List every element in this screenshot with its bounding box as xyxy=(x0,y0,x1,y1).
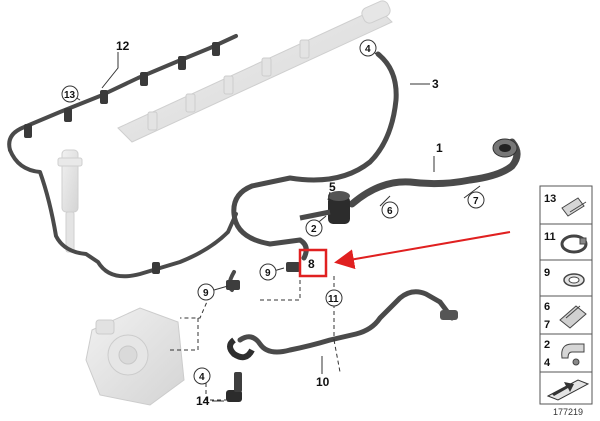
svg-text:6: 6 xyxy=(544,301,550,313)
callout-10: 10 xyxy=(316,375,330,389)
return-line-assembly xyxy=(237,289,455,355)
arrow-icon xyxy=(552,382,574,396)
high-pressure-pump-ghost xyxy=(85,307,185,406)
parts-legend: 13 11 9 6 7 2 4 xyxy=(539,185,593,417)
hollow-bolt-fitting xyxy=(226,280,240,290)
svg-text:7: 7 xyxy=(473,196,479,207)
callout-14: 14 xyxy=(196,394,210,408)
svg-text:6: 6 xyxy=(387,206,393,217)
clip-icon xyxy=(561,197,585,217)
temperature-sensor xyxy=(226,372,242,402)
injector-ghost xyxy=(57,149,83,253)
legend-item-13: 13 xyxy=(539,185,593,225)
svg-text:9: 9 xyxy=(265,268,271,279)
svg-text:4: 4 xyxy=(365,44,371,55)
circled-callout-9-left: 9 xyxy=(197,283,215,301)
fuel-feed-connector xyxy=(492,138,518,158)
callout-3: 3 xyxy=(432,77,439,91)
svg-text:11: 11 xyxy=(544,231,556,243)
legend-item-2-4: 2 4 xyxy=(539,333,593,373)
callout-8: 8 xyxy=(308,257,315,271)
highlight-box xyxy=(298,248,328,278)
fuel-feed-line xyxy=(348,138,521,208)
legend-item-11: 11 xyxy=(539,223,593,261)
circled-callout-11: 11 xyxy=(325,289,343,307)
svg-text:4: 4 xyxy=(199,372,205,383)
damper-inlet xyxy=(299,209,331,221)
legend-item-6-7: 6 7 xyxy=(539,295,593,335)
double-clip-icon xyxy=(559,305,587,329)
callout-1: 1 xyxy=(436,141,443,155)
svg-text:9: 9 xyxy=(544,267,550,279)
highlighted-callout-8: 8 xyxy=(298,248,328,278)
red-arrow-icon xyxy=(334,231,511,270)
svg-text:2: 2 xyxy=(311,224,317,235)
fuel-damper xyxy=(328,191,350,224)
svg-text:4: 4 xyxy=(544,357,551,369)
svg-text:13: 13 xyxy=(64,90,76,101)
fuel-rail-ghost xyxy=(117,0,393,143)
svg-text:11: 11 xyxy=(328,294,339,305)
callout-5: 5 xyxy=(329,180,336,194)
svg-text:7: 7 xyxy=(544,319,550,331)
circled-callout-9-right: 9 xyxy=(259,263,277,281)
circled-callout-2: 2 xyxy=(305,219,323,237)
svg-text:2: 2 xyxy=(544,339,550,351)
harness-connectors xyxy=(24,42,220,274)
fuel-return-line xyxy=(231,51,399,261)
return-line-coil xyxy=(227,337,255,361)
legend-item-9: 9 xyxy=(539,259,593,297)
return-line-end-fitting xyxy=(440,310,458,320)
leak-oil-line-harness xyxy=(7,34,238,279)
svg-text:9: 9 xyxy=(203,288,209,299)
diagram-number: 177219 xyxy=(553,407,583,417)
circled-callout-7: 7 xyxy=(467,191,485,209)
svg-text:13: 13 xyxy=(544,193,556,205)
fitting-upper xyxy=(286,262,300,272)
callout-12: 12 xyxy=(116,39,130,53)
circled-callout-4-bottom: 4 xyxy=(193,367,211,385)
circled-callout-6: 6 xyxy=(381,201,399,219)
circled-callout-4-top: 4 xyxy=(359,39,377,57)
circled-callout-13: 13 xyxy=(61,85,79,103)
line-clamp-icon xyxy=(561,343,585,359)
legend-item-shim xyxy=(539,371,593,405)
